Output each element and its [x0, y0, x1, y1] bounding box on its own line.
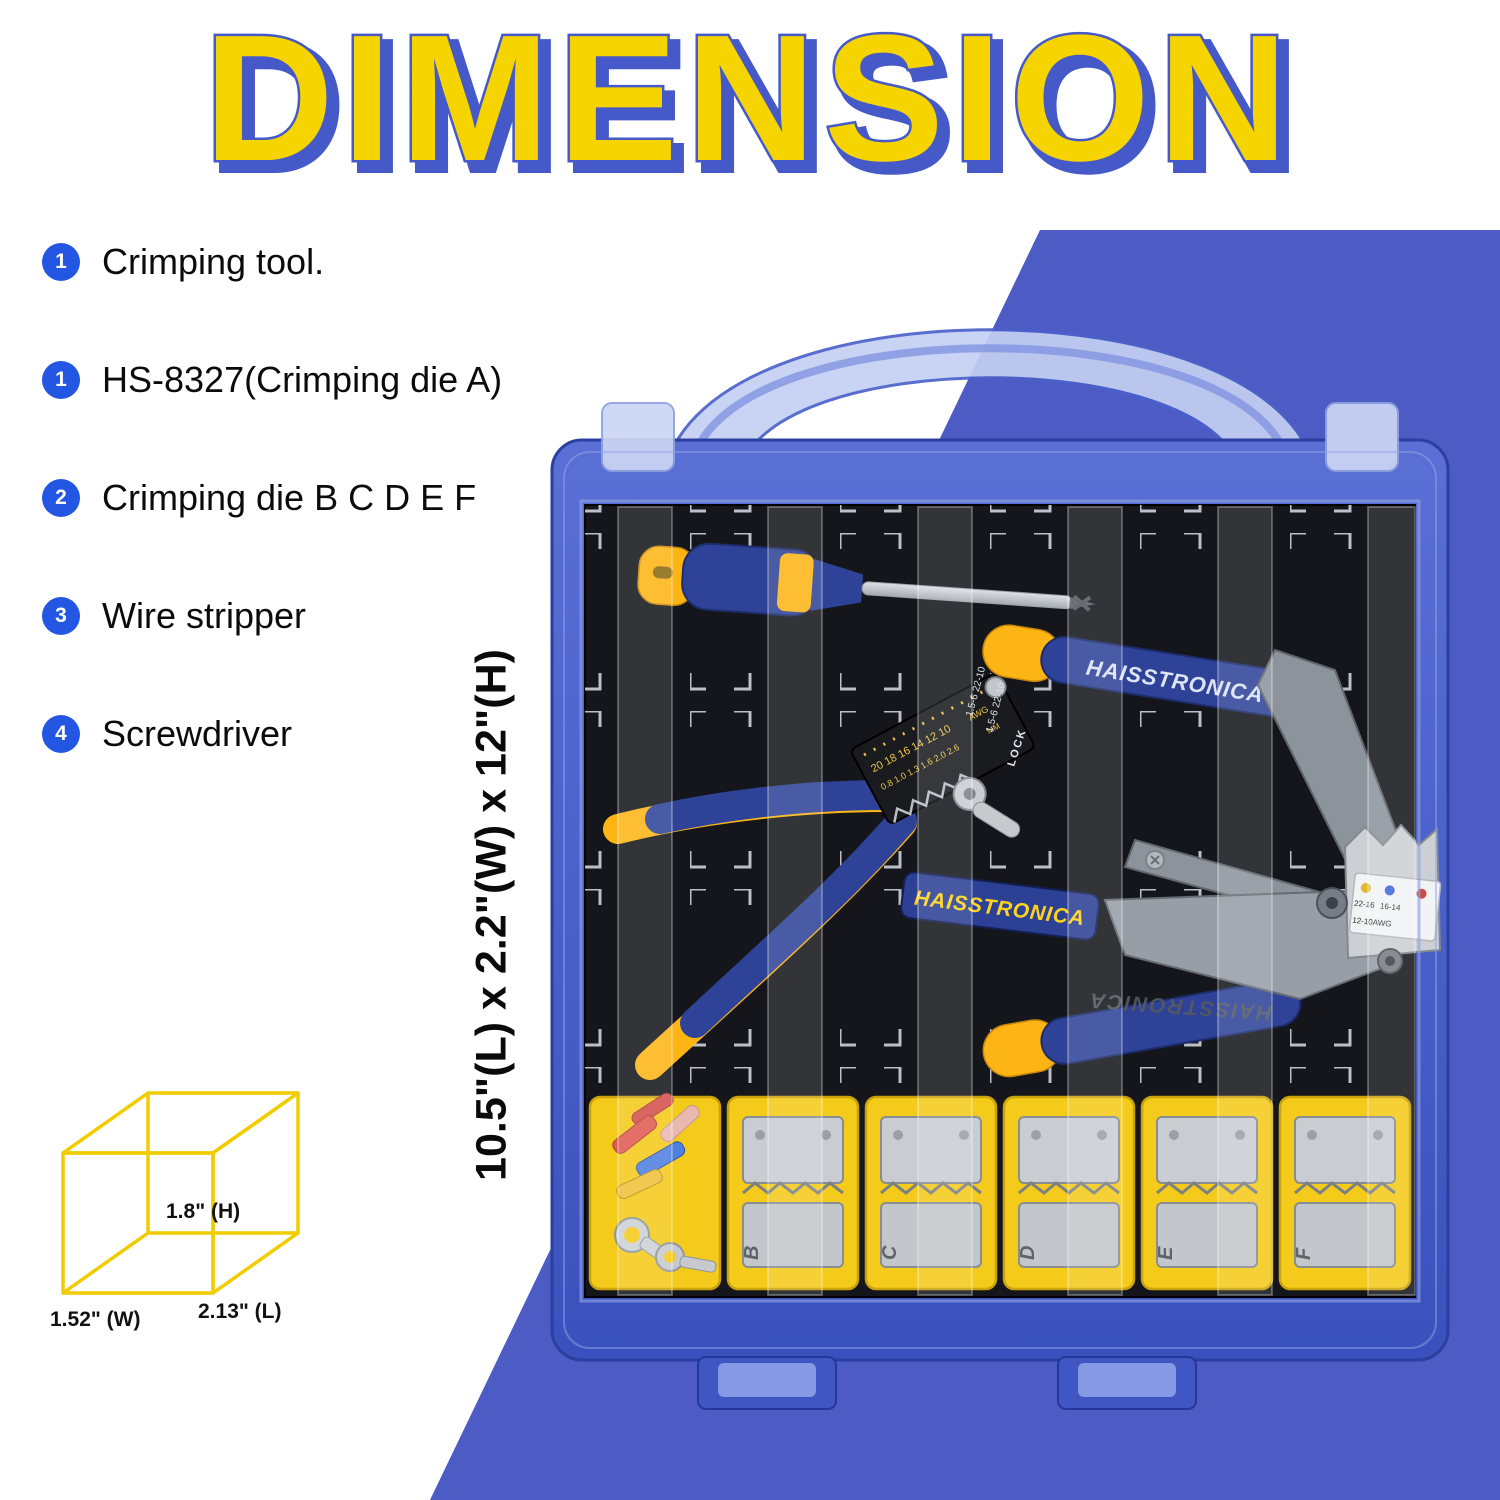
lid-rib: [917, 506, 973, 1296]
outer-frame-highlight: [563, 451, 1437, 1349]
list-item: 2 Crimping die B C D E F: [42, 476, 502, 520]
parts-list: 1 Crimping tool. 1 HS-8327(Crimping die …: [42, 240, 502, 830]
lid-rib: [1217, 506, 1273, 1296]
grip-accent: [776, 553, 814, 613]
lid-rib: [1367, 506, 1416, 1296]
item-label: Crimping die B C D E F: [102, 477, 477, 518]
cube-length-label: 2.13" (L): [198, 1300, 281, 1323]
cube-width-label: 1.52" (W): [50, 1308, 140, 1331]
die-letter: F: [1293, 1247, 1315, 1260]
crimper-upper-handle: HAISSTRONICA: [982, 624, 1305, 719]
die-letter: C: [879, 1245, 901, 1260]
item-label: Screwdriver: [102, 713, 293, 754]
screwdriver: [637, 542, 1096, 617]
die-letter: E: [1155, 1246, 1177, 1260]
lid-rib: [1067, 506, 1123, 1296]
tool-case: B C D E F: [550, 328, 1450, 1410]
heat-shrink-terminals: [612, 1092, 717, 1273]
yellow-gauge-dot: [1360, 882, 1371, 893]
crimping-die-e: E: [1155, 1116, 1258, 1268]
jaw-label-2: 16-14: [1380, 901, 1402, 912]
crimping-die-d: D: [1017, 1116, 1120, 1268]
stripper-upper-handle: [645, 780, 900, 834]
jaw-label-1: 22-16: [1354, 899, 1376, 910]
blue-gauge-dot: [1384, 885, 1395, 896]
list-item: 1 Crimping tool.: [42, 240, 502, 284]
title-banner: DIMENSION DIMENSION: [201, 8, 1304, 212]
crimping-die-b: B: [741, 1116, 844, 1268]
lid-rib: [767, 506, 823, 1296]
item-number-badge: 3: [42, 597, 80, 635]
page-title: DIMENSION: [204, 8, 1296, 199]
list-item: 1 HS-8327(Crimping die A): [42, 358, 502, 402]
bottom-latch-left: [697, 1356, 837, 1410]
die-letter: B: [741, 1246, 763, 1260]
list-item: 4 Screwdriver: [42, 712, 502, 756]
lock-lever: [972, 801, 1021, 838]
page-title-shadow: DIMENSION: [212, 8, 1304, 207]
crimping-die-f: F: [1293, 1116, 1396, 1268]
case-dimension-label: 10.5"(L) x 2.2"(W) x 12"(H): [467, 649, 516, 1181]
lid-ribs: [617, 506, 1416, 1296]
dimension-cube: 1.8" (H) 1.52" (W) 2.13" (L): [50, 1091, 300, 1331]
stripper-head: 20 18 16 14 12 10 AWG 0.8 1.0 1.3 1.6 2.…: [851, 673, 1035, 824]
top-latch-right: [1325, 402, 1399, 472]
item-number-badge: 4: [42, 715, 80, 753]
die-letter: D: [1017, 1246, 1039, 1260]
crimper-body: [1103, 889, 1392, 1001]
item-label: Crimping tool.: [102, 241, 325, 282]
item-number-badge: 1: [42, 243, 80, 281]
item-number-badge: 1: [42, 361, 80, 399]
top-latch-left: [601, 402, 675, 472]
hang-hole: [652, 566, 673, 579]
lid-top-band: [570, 450, 1430, 500]
item-number-badge: 2: [42, 479, 80, 517]
item-label: Wire stripper: [102, 595, 307, 636]
item-label: HS-8327(Crimping die A): [102, 359, 503, 400]
cube-height-label: 1.8" (H): [166, 1200, 240, 1223]
inner-frame-highlight: [579, 499, 1421, 1303]
phillips-cross: [1072, 594, 1092, 612]
stripper-lower-handle: [680, 806, 917, 1038]
wire-stripper: 20 18 16 14 12 10 AWG 0.8 1.0 1.3 1.6 2.…: [603, 665, 1035, 1080]
case-handle-ridge: [688, 344, 1292, 464]
bottom-latch-right: [1057, 1356, 1197, 1410]
stop-screw: [984, 676, 1007, 699]
grip-taper: [810, 559, 864, 611]
cube-wireframe: [61, 1091, 300, 1295]
list-item: 3 Wire stripper: [42, 594, 502, 638]
crimping-die-c: C: [879, 1116, 982, 1268]
lid-rib: [617, 506, 673, 1296]
